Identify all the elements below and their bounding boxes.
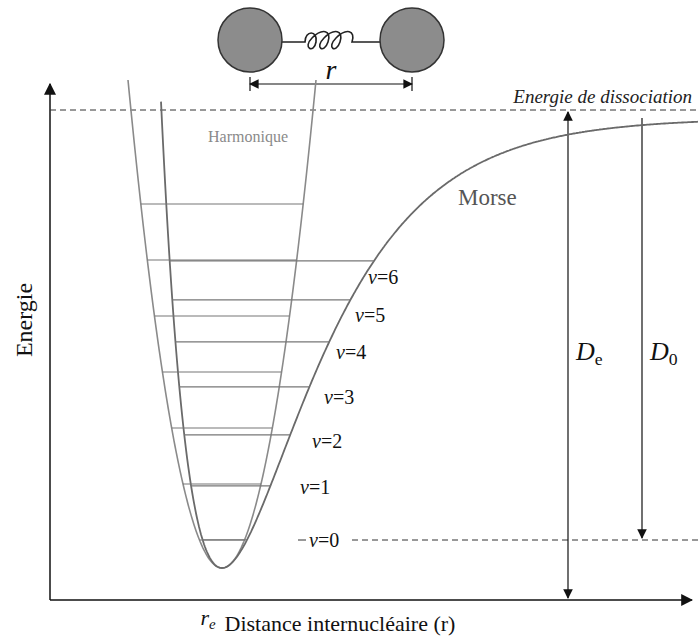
morse-level — [172, 299, 350, 300]
atom — [380, 8, 444, 72]
harmonic-level — [162, 371, 281, 372]
morse-curve — [161, 102, 698, 568]
level-label: v=3 — [324, 387, 354, 407]
equilibrium-label: re — [200, 607, 215, 629]
level-label: v=4 — [336, 342, 366, 362]
morse-level — [191, 485, 270, 486]
v0-tick — [298, 540, 306, 541]
harmonic-level — [154, 315, 289, 316]
harmonic-level — [141, 203, 303, 204]
zero-point-line — [352, 540, 698, 541]
spring — [282, 32, 380, 49]
level-label: v=0 — [309, 530, 339, 550]
curve-label: Morse — [458, 186, 517, 209]
axis-title: Distance internucléaire (r) — [225, 613, 456, 635]
curve-label: Harmonique — [208, 129, 288, 145]
dissociation-line — [50, 110, 698, 111]
dissociation-label: Energie de dissociation — [513, 87, 692, 106]
level-label: v=2 — [312, 431, 342, 451]
harmonic-level — [172, 427, 273, 428]
morse-level — [175, 341, 329, 342]
level-label: v=6 — [368, 267, 398, 287]
morse-level — [184, 434, 290, 435]
energy-axis — [49, 84, 51, 600]
d0-arrow — [641, 118, 642, 538]
morse-level — [179, 386, 309, 387]
harmonic-level — [183, 483, 261, 484]
energy-symbol: D0 — [650, 339, 678, 365]
distance-tick — [249, 77, 250, 91]
distance-symbol: r — [326, 56, 337, 84]
distance-axis — [50, 599, 692, 601]
atom — [218, 8, 282, 72]
energy-symbol: De — [576, 339, 603, 365]
de-arrow — [567, 112, 568, 598]
level-label: v=1 — [300, 477, 330, 497]
axis-title: Energie — [12, 283, 36, 357]
morse-level — [170, 260, 374, 261]
morse-level — [203, 539, 247, 540]
harmonic-curve — [128, 80, 316, 568]
distance-tick — [411, 77, 412, 91]
level-label: v=5 — [355, 305, 385, 325]
